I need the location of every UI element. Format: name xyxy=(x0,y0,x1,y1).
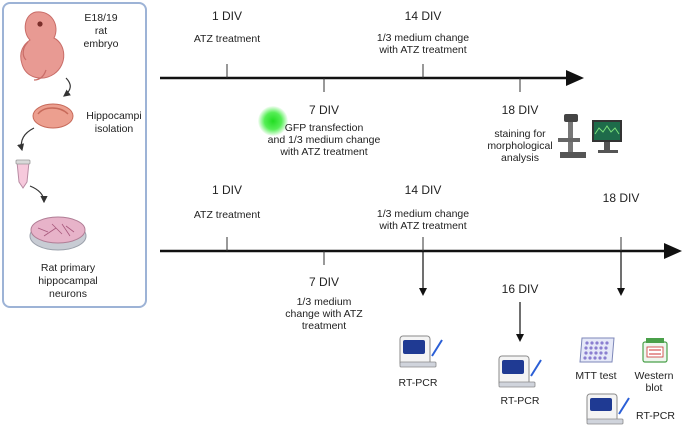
western-blot-icon xyxy=(642,338,668,363)
t2-14div-line1: 1/3 medium change xyxy=(376,208,470,220)
gfp-glow-icon xyxy=(258,106,288,136)
pcr-machine-icon xyxy=(399,335,443,368)
t1-14div-line2: with ATZ treatment xyxy=(379,44,467,56)
t2-14div-line2: with ATZ treatment xyxy=(379,220,467,232)
hippocampi-label-2: isolation xyxy=(94,123,134,135)
mtt-plate-icon xyxy=(579,337,615,363)
t2-1div-head: 1 DIV xyxy=(211,183,242,197)
t2-7div-line1: 1/3 medium xyxy=(296,296,352,308)
t1-7div-line3: with ATZ treatment xyxy=(280,146,368,158)
t1-18div-head: 18 DIV xyxy=(501,103,539,117)
western-label-2: blot xyxy=(645,382,663,394)
microscope-icon xyxy=(558,114,622,158)
tube-icon xyxy=(15,159,31,189)
t2-14div-head: 14 DIV xyxy=(404,183,442,197)
t1-14div-head: 14 DIV xyxy=(404,9,442,23)
t1-14div-line1: 1/3 medium change xyxy=(376,32,470,44)
t1-7div-head: 7 DIV xyxy=(308,103,339,117)
hippocampus-icon xyxy=(32,103,74,129)
t1-18div-line1: staining for xyxy=(494,128,546,140)
t2-16div-head: 16 DIV xyxy=(501,282,539,296)
rtpcr-18-label: RT-PCR xyxy=(636,410,675,422)
embryo-label-2: rat xyxy=(94,25,108,37)
rtpcr-16-label: RT-PCR xyxy=(500,395,540,407)
t1-1div-line: ATZ treatment xyxy=(193,33,261,45)
t2-18div-head: 18 DIV xyxy=(602,191,640,205)
neurons-label-1: Rat primary xyxy=(40,262,96,274)
t1-7div-line2: and 1/3 medium change xyxy=(267,134,381,146)
flow-arrows xyxy=(17,77,71,204)
t1-18div-line3: analysis xyxy=(501,152,539,164)
t1-7div-line1: GFP transfection xyxy=(284,122,364,134)
t2-7div-line3: treatment xyxy=(301,320,347,332)
petri-dish-icon xyxy=(29,216,87,251)
neurons-label-3: neurons xyxy=(49,288,87,300)
t2-7div-head: 7 DIV xyxy=(308,275,339,289)
embryo-label-3: embryo xyxy=(83,38,119,50)
western-label-1: Western xyxy=(634,370,674,382)
rtpcr-14-label: RT-PCR xyxy=(398,377,438,389)
hippocampi-label-1: Hippocampi xyxy=(86,110,142,122)
pcr-machine-icon xyxy=(586,393,630,425)
mtt-label: MTT test xyxy=(575,370,617,382)
t1-18div-line2: morphological xyxy=(487,140,553,152)
embryo-label-1: E18/19 xyxy=(84,12,118,24)
t2-1div-line: ATZ treatment xyxy=(193,209,261,221)
t1-1div-head: 1 DIV xyxy=(211,9,242,23)
rat-embryo-icon xyxy=(20,11,65,81)
neurons-label-2: hippocampal xyxy=(38,275,98,287)
t2-7div-line2: change with ATZ xyxy=(285,308,363,320)
pcr-machine-icon xyxy=(498,355,542,388)
